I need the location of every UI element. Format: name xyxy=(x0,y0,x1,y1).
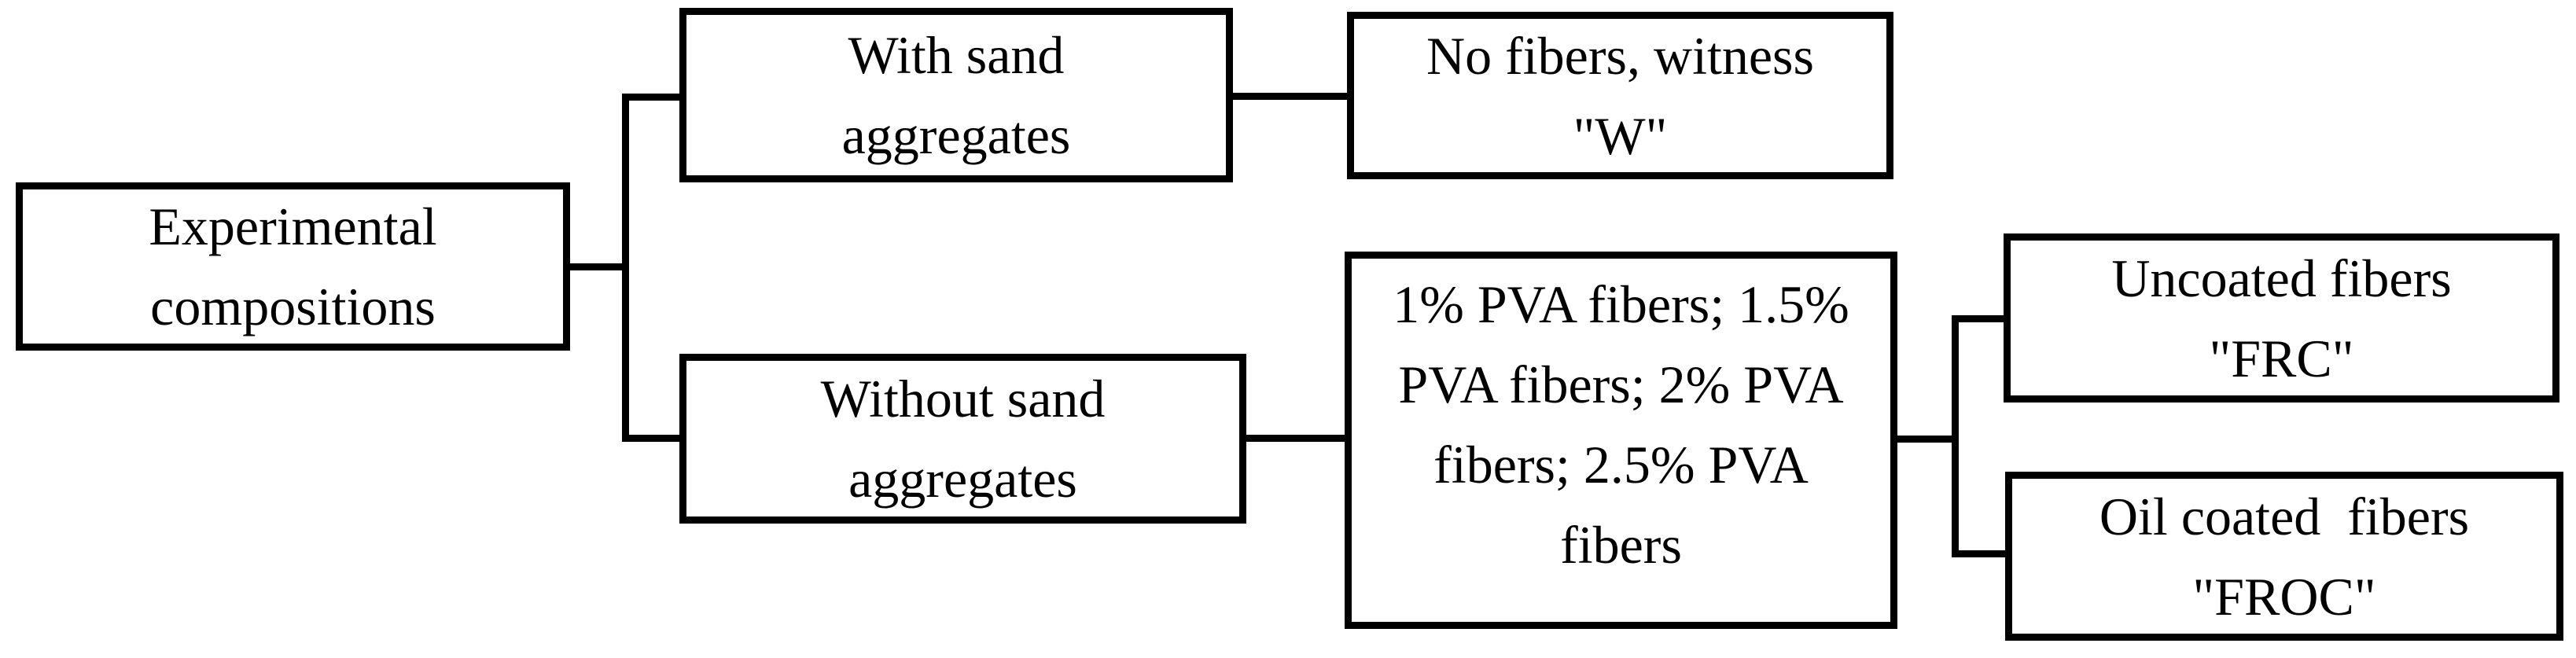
node-without-sand-aggregates: Without sand aggregates xyxy=(679,354,1246,524)
node-label-line: "FRC" xyxy=(2209,328,2354,388)
node-label-line: fibers; 2.5% PVA xyxy=(1433,435,1809,494)
node-pva-fiber-percentages: 1% PVA fibers; 1.5% PVA fibers; 2% PVA f… xyxy=(1345,252,1897,629)
node-no-fibers-witness: No fibers, witness "W" xyxy=(1347,12,1893,179)
node-uncoated-fibers-frc: Uncoated fibers "FRC" xyxy=(2004,233,2559,403)
node-label-line: fibers xyxy=(1560,515,1682,575)
node-with-sand-aggregates: With sand aggregates xyxy=(679,8,1233,182)
node-label-line: No fibers, witness xyxy=(1426,25,1814,86)
node-label-line: 1% PVA fibers; 1.5% xyxy=(1393,274,1849,334)
node-label-line: With sand xyxy=(848,25,1065,85)
node-label-line: PVA fibers; 2% PVA xyxy=(1398,355,1844,414)
connector-branch-oil-coated xyxy=(1956,550,2005,557)
node-label-line: "FROC" xyxy=(2192,566,2376,627)
connector-branch-uncoated xyxy=(1956,315,2004,322)
node-label-line: Uncoated fibers xyxy=(2111,248,2452,308)
connector-pva-stub xyxy=(1897,436,1959,443)
node-label-line: Experimental xyxy=(149,197,437,256)
node-label-line: aggregates xyxy=(841,105,1071,165)
connector-right-trunk xyxy=(1952,315,1959,557)
connector-with-sand-to-no-fibers xyxy=(1233,93,1347,100)
connector-experimental-stub xyxy=(570,263,629,270)
node-label-line: Without sand xyxy=(820,369,1106,428)
node-label-line: aggregates xyxy=(848,449,1077,509)
node-label-line: Oil coated fibers xyxy=(2099,486,2470,546)
connector-left-trunk xyxy=(622,94,629,442)
connector-branch-without-sand xyxy=(625,435,679,442)
node-label-line: "W" xyxy=(1573,105,1668,166)
connector-without-sand-to-pva xyxy=(1246,435,1345,442)
node-label-line: compositions xyxy=(150,277,436,336)
connector-branch-with-sand xyxy=(625,94,679,101)
node-experimental-compositions: Experimental compositions xyxy=(16,182,570,351)
node-oil-coated-fibers-froc: Oil coated fibers "FROC" xyxy=(2005,472,2563,641)
